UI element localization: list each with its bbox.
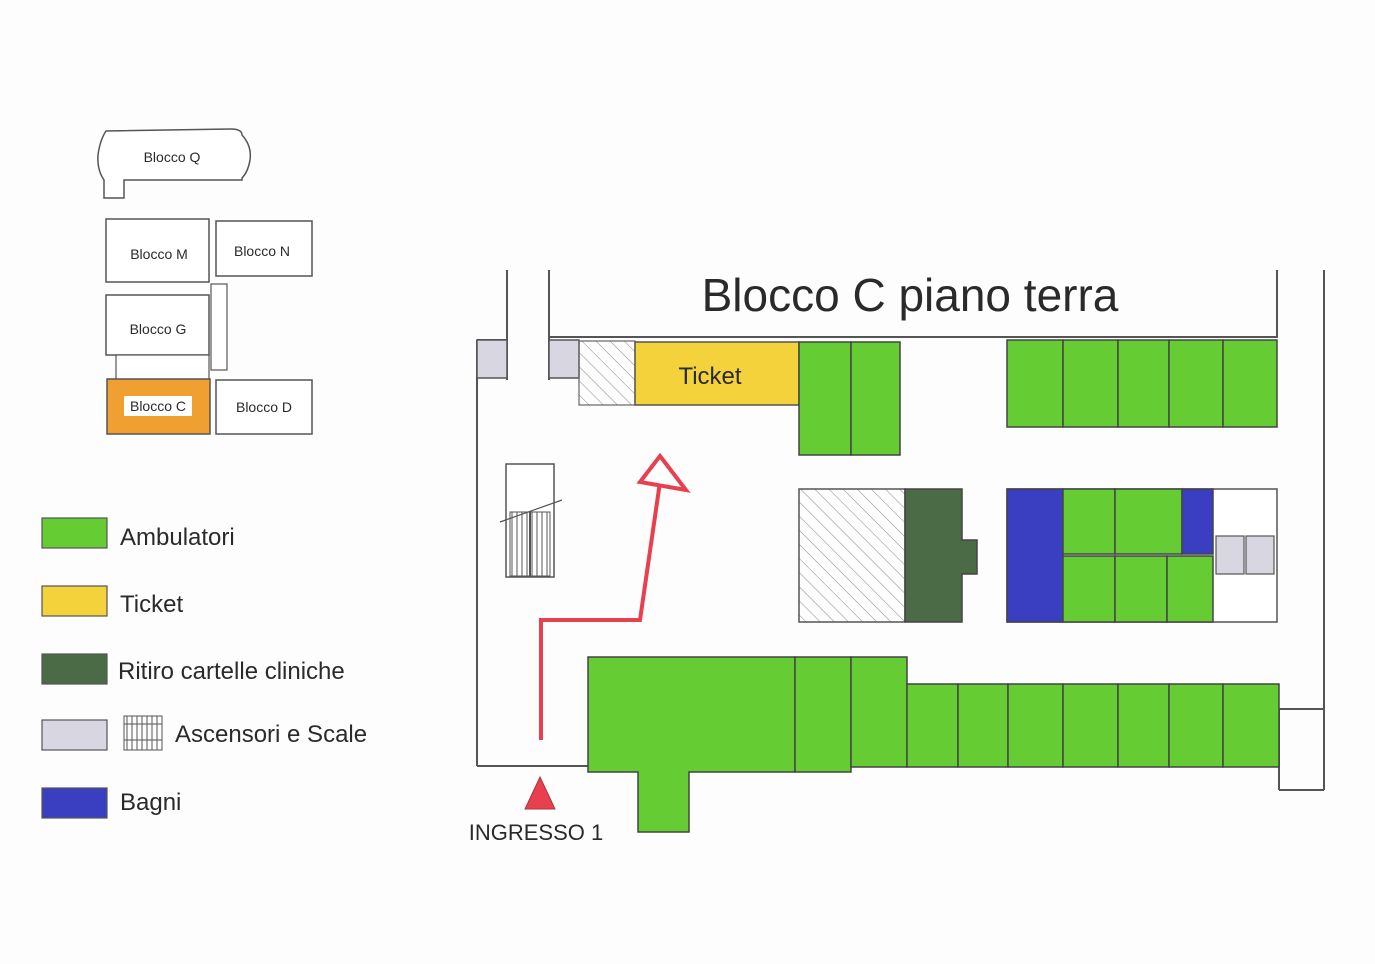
ambulatorio-room[interactable] bbox=[1114, 488, 1183, 555]
block-n-label: Blocco N bbox=[234, 243, 290, 259]
ambulatorio-room[interactable] bbox=[1117, 339, 1170, 428]
ambulatorio-room[interactable] bbox=[1062, 339, 1119, 428]
ritiro-cartelle-room[interactable] bbox=[904, 488, 978, 623]
entrance-label: INGRESSO 1 bbox=[469, 820, 603, 845]
block-c-label-box bbox=[124, 396, 192, 416]
ambulatorio-room[interactable] bbox=[798, 341, 852, 456]
ambulatorio-room[interactable] bbox=[1062, 555, 1116, 623]
connector-corridor bbox=[210, 283, 228, 371]
ambulatorio-room[interactable] bbox=[1062, 488, 1116, 555]
block-m-label: Blocco M bbox=[130, 246, 188, 262]
block-d-label: Blocco D bbox=[236, 399, 292, 415]
block-n[interactable]: Blocco N bbox=[215, 220, 313, 277]
elevator-3[interactable] bbox=[1215, 535, 1245, 575]
bagno-room[interactable] bbox=[1006, 488, 1064, 623]
entrance-triangle-icon bbox=[524, 775, 556, 810]
block-g-label: Blocco G bbox=[130, 321, 187, 337]
block-m[interactable]: Blocco M bbox=[105, 218, 210, 283]
stairs-hatched-north[interactable] bbox=[578, 340, 636, 406]
elevator-4[interactable] bbox=[1245, 535, 1275, 575]
staircase-west[interactable] bbox=[499, 463, 563, 578]
ambulatorio-room[interactable] bbox=[1114, 555, 1168, 623]
ambulatorio-room[interactable] bbox=[1168, 683, 1224, 768]
block-q-label: Blocco Q bbox=[144, 149, 201, 165]
legend-label-bagni: Bagni bbox=[120, 789, 181, 816]
route-arrow bbox=[539, 452, 691, 740]
legend-item-ritiro: Ritiro cartelle cliniche bbox=[41, 653, 345, 685]
legend-label-ticket: Ticket bbox=[120, 591, 183, 618]
legend-item-ticket: Ticket bbox=[41, 585, 183, 618]
legend: Ambulatori Ticket Ritiro cartelle clinic… bbox=[41, 517, 367, 819]
ambulatorio-room[interactable] bbox=[1222, 339, 1278, 428]
legend-label-ascensori: Ascensori e Scale bbox=[175, 721, 367, 748]
ticket-room-label: Ticket bbox=[678, 363, 741, 390]
ambulatorio-room[interactable] bbox=[794, 656, 852, 773]
block-g[interactable]: Blocco G bbox=[105, 294, 210, 381]
block-d[interactable]: Blocco D bbox=[215, 379, 313, 435]
site-plan: Blocco Q Blocco M Blocco N Blocco G Bloc… bbox=[97, 128, 313, 435]
floor-plan-title: Blocco C piano terra bbox=[702, 269, 1119, 321]
legend-swatch-stairs bbox=[123, 715, 163, 751]
entrance-marker[interactable]: INGRESSO 1 bbox=[469, 775, 603, 845]
legend-item-ambulatori: Ambulatori bbox=[41, 517, 235, 551]
legend-swatch-bagni bbox=[41, 787, 108, 819]
block-c[interactable]: Blocco C bbox=[106, 378, 211, 435]
legend-label-ambulatori: Ambulatori bbox=[120, 524, 235, 551]
legend-swatch-ticket bbox=[41, 585, 108, 617]
legend-item-bagni: Bagni bbox=[41, 787, 181, 819]
legend-label-ritiro: Ritiro cartelle cliniche bbox=[118, 658, 345, 685]
east-central-block bbox=[1006, 488, 1278, 623]
ambulatorio-room[interactable] bbox=[1117, 683, 1170, 768]
elevator-2[interactable] bbox=[548, 339, 580, 379]
legend-item-ascensori: Ascensori e Scale bbox=[41, 715, 367, 751]
block-c-label: Blocco C bbox=[130, 398, 186, 414]
ambulatorio-room[interactable] bbox=[850, 656, 908, 768]
ambulatorio-room[interactable] bbox=[1006, 339, 1064, 428]
legend-swatch-ambulatori bbox=[41, 517, 108, 549]
ambulatorio-room[interactable] bbox=[587, 656, 796, 833]
ambulatori-north-east bbox=[1006, 339, 1278, 428]
bagno-room[interactable] bbox=[1181, 488, 1214, 555]
stairs-hatched-central[interactable] bbox=[798, 488, 906, 623]
ambulatorio-room[interactable] bbox=[1062, 683, 1119, 768]
ambulatorio-room[interactable] bbox=[957, 683, 1009, 768]
ticket-room[interactable]: Ticket bbox=[634, 341, 800, 406]
legend-swatch-ascensori bbox=[41, 719, 108, 751]
ambulatorio-room[interactable] bbox=[1222, 683, 1280, 768]
legend-swatch-ritiro bbox=[41, 653, 108, 685]
elevator-1[interactable] bbox=[476, 339, 508, 379]
ambulatorio-room[interactable] bbox=[906, 683, 959, 768]
ambulatorio-room[interactable] bbox=[850, 341, 901, 456]
ambulatori-south bbox=[587, 656, 1280, 833]
block-q[interactable]: Blocco Q bbox=[97, 128, 252, 199]
ambulatorio-room[interactable] bbox=[1168, 339, 1224, 428]
ambulatorio-room[interactable] bbox=[1166, 555, 1214, 623]
ambulatorio-room[interactable] bbox=[1007, 683, 1064, 768]
